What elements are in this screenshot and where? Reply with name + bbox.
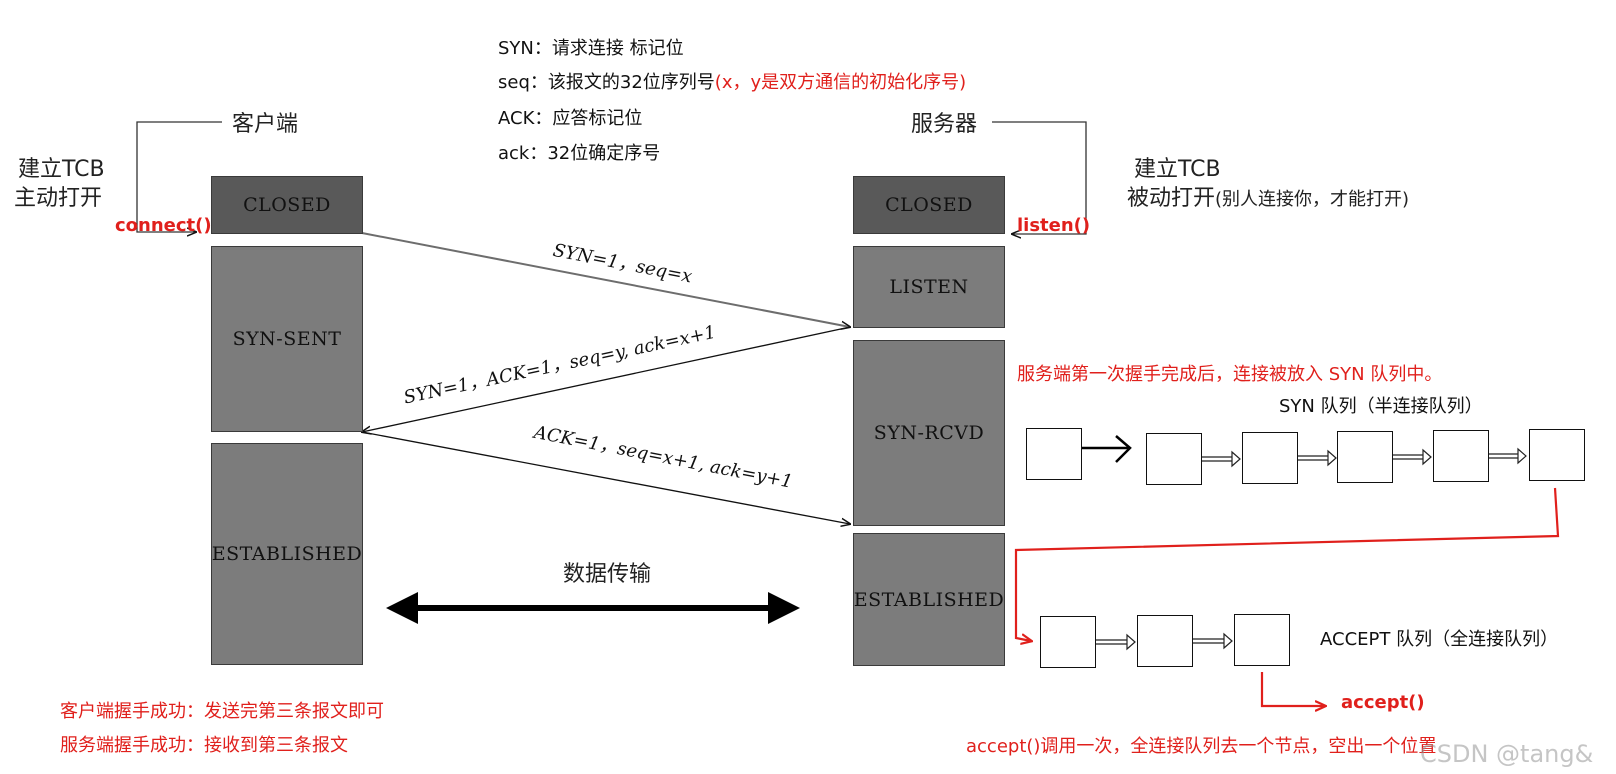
accept-queue-node xyxy=(1137,615,1193,667)
legend-seq: seq：该报文的32位序列号(x，y是双方通信的初始化序号) xyxy=(498,68,966,94)
msg2-line xyxy=(362,326,851,432)
syn-queue-node xyxy=(1242,432,1298,484)
data-arrow-left-head xyxy=(386,592,418,624)
watermark: CSDN @tang& xyxy=(1420,740,1594,768)
syn-to-accept-path xyxy=(1014,487,1560,641)
client-state-syn-sent: SYN-SENT xyxy=(211,246,363,432)
accept-queue-note: accept()调用一次，全连接队列去一个节点，空出一个位置 xyxy=(966,736,1437,757)
accept-call-arrow xyxy=(1260,672,1325,706)
syn-queue-label: SYN 队列（半连接队列） xyxy=(1279,396,1483,417)
syn-queue-node xyxy=(1529,429,1585,481)
syn-queue-note: 服务端第一次握手完成后，连接被放入 SYN 队列中。 xyxy=(1017,364,1443,385)
server-state-established: ESTABLISHED xyxy=(853,533,1005,666)
client-state-closed: CLOSED xyxy=(211,176,363,234)
legend-ack-number: ack：32位确定序号 xyxy=(498,143,661,164)
legend-ack-flag: ACK：应答标记位 xyxy=(498,108,643,129)
server-tcb-line2: 被动打开(别人连接你，才能打开) xyxy=(1127,180,1409,212)
data-transfer-label: 数据传输 xyxy=(563,562,652,587)
msg1-line xyxy=(361,232,850,327)
server-open-bracket xyxy=(992,121,1087,234)
server-title: 服务器 xyxy=(911,112,978,137)
server-tcb-line1: 建立TCB xyxy=(1134,157,1221,182)
client-open-bracket xyxy=(136,121,222,232)
syn-queue-node xyxy=(1026,428,1082,480)
accept-queue-label: ACCEPT 队列（全连接队列） xyxy=(1320,629,1559,650)
msg3-line xyxy=(361,431,850,524)
legend-syn: SYN：请求连接 标记位 xyxy=(498,38,684,59)
client-tcb-line1: 建立TCB xyxy=(18,157,105,182)
accept-queue-node xyxy=(1234,614,1290,666)
connect-call: connect() xyxy=(115,215,212,236)
client-success-note: 客户端握手成功：发送完第三条报文即可 xyxy=(60,701,384,722)
data-arrow-right-head xyxy=(768,592,800,624)
listen-call: listen() xyxy=(1017,215,1091,236)
accept-queue-links xyxy=(1096,632,1233,651)
client-state-established: ESTABLISHED xyxy=(211,443,363,665)
syn-queue-node xyxy=(1146,433,1202,485)
server-tcb-line2-text: 被动打开 xyxy=(1127,186,1216,211)
syn-queue-links xyxy=(1198,447,1527,468)
server-state-listen: LISTEN xyxy=(853,246,1005,328)
client-title: 客户端 xyxy=(232,112,299,137)
server-success-note: 服务端握手成功：接收到第三条报文 xyxy=(60,735,348,756)
server-tcb-note: (别人连接你，才能打开) xyxy=(1215,189,1410,210)
accept-queue-node xyxy=(1040,616,1096,668)
syn-queue-node xyxy=(1433,430,1489,482)
client-tcb-line2: 主动打开 xyxy=(14,186,103,211)
accept-call: accept() xyxy=(1341,692,1425,713)
server-state-closed: CLOSED xyxy=(853,176,1005,234)
legend-seq-text: seq：该报文的32位序列号 xyxy=(498,72,715,93)
syn-queue-node xyxy=(1337,431,1393,483)
server-state-syn-rcvd: SYN-RCVD xyxy=(853,340,1005,526)
legend-seq-note: (x，y是双方通信的初始化序号) xyxy=(714,72,967,93)
